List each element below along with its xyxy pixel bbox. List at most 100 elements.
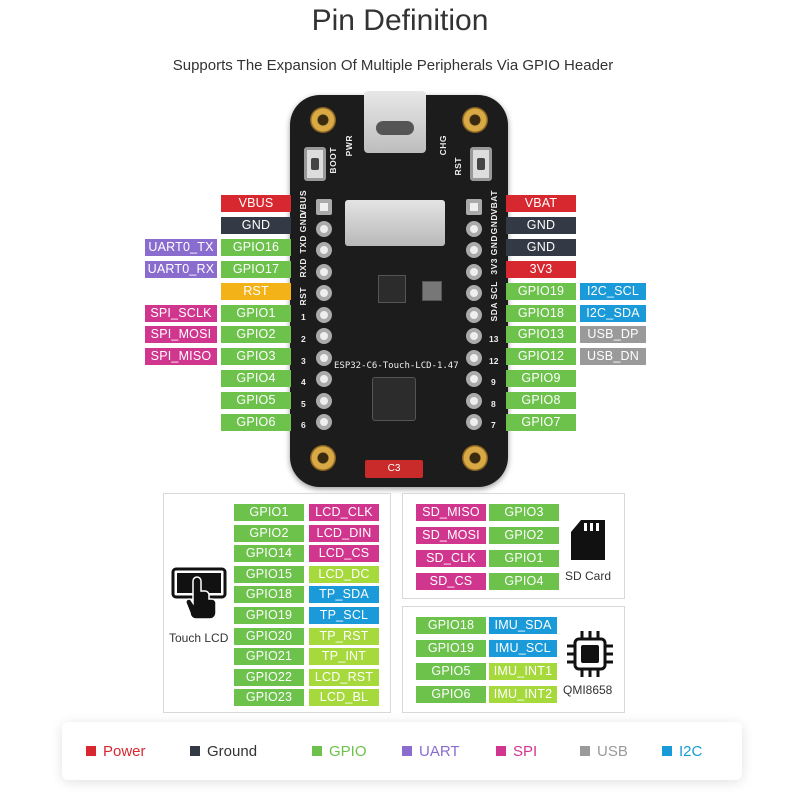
silk-vbat: VBAT [489, 190, 499, 215]
right-header [466, 199, 482, 436]
imu-chip [378, 275, 406, 303]
silk-gnd-r2: GND [489, 235, 499, 256]
c3-label: C3 [365, 460, 423, 478]
right-pin-label: GPIO9 [506, 370, 576, 388]
silk-num-9: 9 [491, 377, 496, 387]
silk-num-7: 7 [491, 420, 496, 430]
left-func-label: SPI_MOSI [145, 326, 217, 344]
sd-card-icon [571, 520, 605, 560]
silk-txd: TXD [298, 235, 308, 254]
right-func-label: I2C_SDA [580, 304, 646, 322]
left-pin-label: GPIO3 [221, 348, 291, 366]
right-pin-label: GPIO12 [506, 348, 576, 366]
legend-swatch [402, 746, 412, 756]
sd-func-label: SD_CS [416, 573, 486, 590]
mounting-hole [462, 445, 488, 471]
silk-scl: SCL [489, 281, 499, 300]
sd-func-label: SD_MISO [416, 504, 486, 521]
left-func-label: UART0_RX [145, 260, 217, 278]
silk-num-13: 13 [489, 334, 499, 344]
left-func-label: SPI_SCLK [145, 304, 217, 322]
silk-pwr: PWR [344, 135, 354, 157]
right-func-label: USB_DP [580, 326, 646, 344]
right-pin-label: GPIO13 [506, 326, 576, 344]
silk-num-5: 5 [301, 399, 306, 409]
lcd-pin-label: GPIO22 [234, 668, 304, 686]
legend-item: Power [86, 742, 146, 760]
left-pin-label: GPIO5 [221, 392, 291, 410]
legend-item: USB [580, 742, 628, 760]
mounting-hole [310, 445, 336, 471]
touch-hand-icon [171, 567, 227, 620]
legend-swatch [580, 746, 590, 756]
left-header [316, 199, 332, 436]
legend-swatch [190, 746, 200, 756]
page-subtitle: Supports The Expansion Of Multiple Perip… [172, 57, 614, 74]
legend-label: USB [597, 742, 628, 760]
silk-rxd: RXD [298, 258, 308, 278]
left-pin-label: GPIO16 [221, 238, 291, 256]
sd-pin-label: GPIO1 [489, 550, 559, 567]
component [422, 281, 442, 301]
left-pin-label: VBUS [221, 195, 291, 212]
lcd-func-label: LCD_CS [309, 545, 379, 563]
silk-num-8: 8 [491, 399, 496, 409]
sd-pin-label: GPIO2 [489, 527, 559, 544]
sd-func-label: SD_CLK [416, 550, 486, 567]
silk-gnd-r1: GND [489, 214, 499, 235]
left-pin-label: GPIO4 [221, 370, 291, 388]
sd-pin-label: GPIO3 [489, 504, 559, 521]
right-pin-label: GPIO18 [506, 304, 576, 322]
lcd-pin-label: GPIO18 [234, 586, 304, 604]
lcd-pin-label: GPIO21 [234, 648, 304, 666]
imu-func-label: IMU_INT1 [489, 663, 557, 680]
left-func-label: SPI_MISO [145, 348, 217, 366]
lcd-func-label: TP_INT [309, 648, 379, 666]
legend-label: I2C [679, 742, 703, 760]
right-pin-label: GPIO8 [506, 392, 576, 410]
imu-func-label: IMU_INT2 [489, 686, 557, 703]
legend-item: GPIO [312, 742, 367, 760]
silk-num-4: 4 [301, 377, 306, 387]
legend-label: GPIO [329, 742, 367, 760]
lcd-pin-label: GPIO19 [234, 607, 304, 624]
lcd-func-label: LCD_BL [309, 689, 379, 707]
silk-vbus: VBUS [298, 190, 308, 216]
boot-button [304, 147, 326, 181]
legend-swatch [662, 746, 672, 756]
left-pin-label: GPIO17 [221, 260, 291, 278]
silk-boot: BOOT [328, 147, 338, 174]
legend-label: Ground [207, 742, 258, 760]
imu-pin-label: GPIO18 [416, 617, 486, 634]
silk-num-12: 12 [489, 356, 499, 366]
silk-sda: SDA [489, 302, 499, 322]
legend-label: SPI [513, 742, 538, 760]
usb-c-connector [364, 91, 426, 153]
right-pin-label: GPIO7 [506, 414, 576, 431]
silk-num-6: 6 [301, 420, 306, 430]
right-pin-label: GND [506, 238, 576, 256]
sd-func-label: SD_MOSI [416, 527, 486, 544]
right-pin-label: VBAT [506, 195, 576, 212]
legend-item: I2C [662, 742, 702, 760]
lcd-func-label: LCD_DIN [309, 524, 379, 542]
mounting-hole [462, 107, 488, 133]
right-pin-label: 3V3 [506, 260, 576, 278]
left-pin-label: RST [221, 282, 291, 300]
legend-swatch [496, 746, 506, 756]
silk-3v3: 3V3 [489, 258, 499, 275]
silk-num-2: 2 [301, 334, 306, 344]
reset-button [470, 147, 492, 181]
left-func-label: UART0_TX [145, 238, 217, 256]
imu-pin-label: GPIO19 [416, 640, 486, 657]
lcd-func-label: LCD_CLK [309, 504, 379, 521]
legend-item: Ground [190, 742, 257, 760]
touch-lcd-caption: Touch LCD [169, 631, 229, 645]
legend-swatch [86, 746, 96, 756]
left-pin-label: GPIO1 [221, 304, 291, 322]
board-name: ESP32-C6-Touch-LCD-1.47 [334, 361, 459, 371]
